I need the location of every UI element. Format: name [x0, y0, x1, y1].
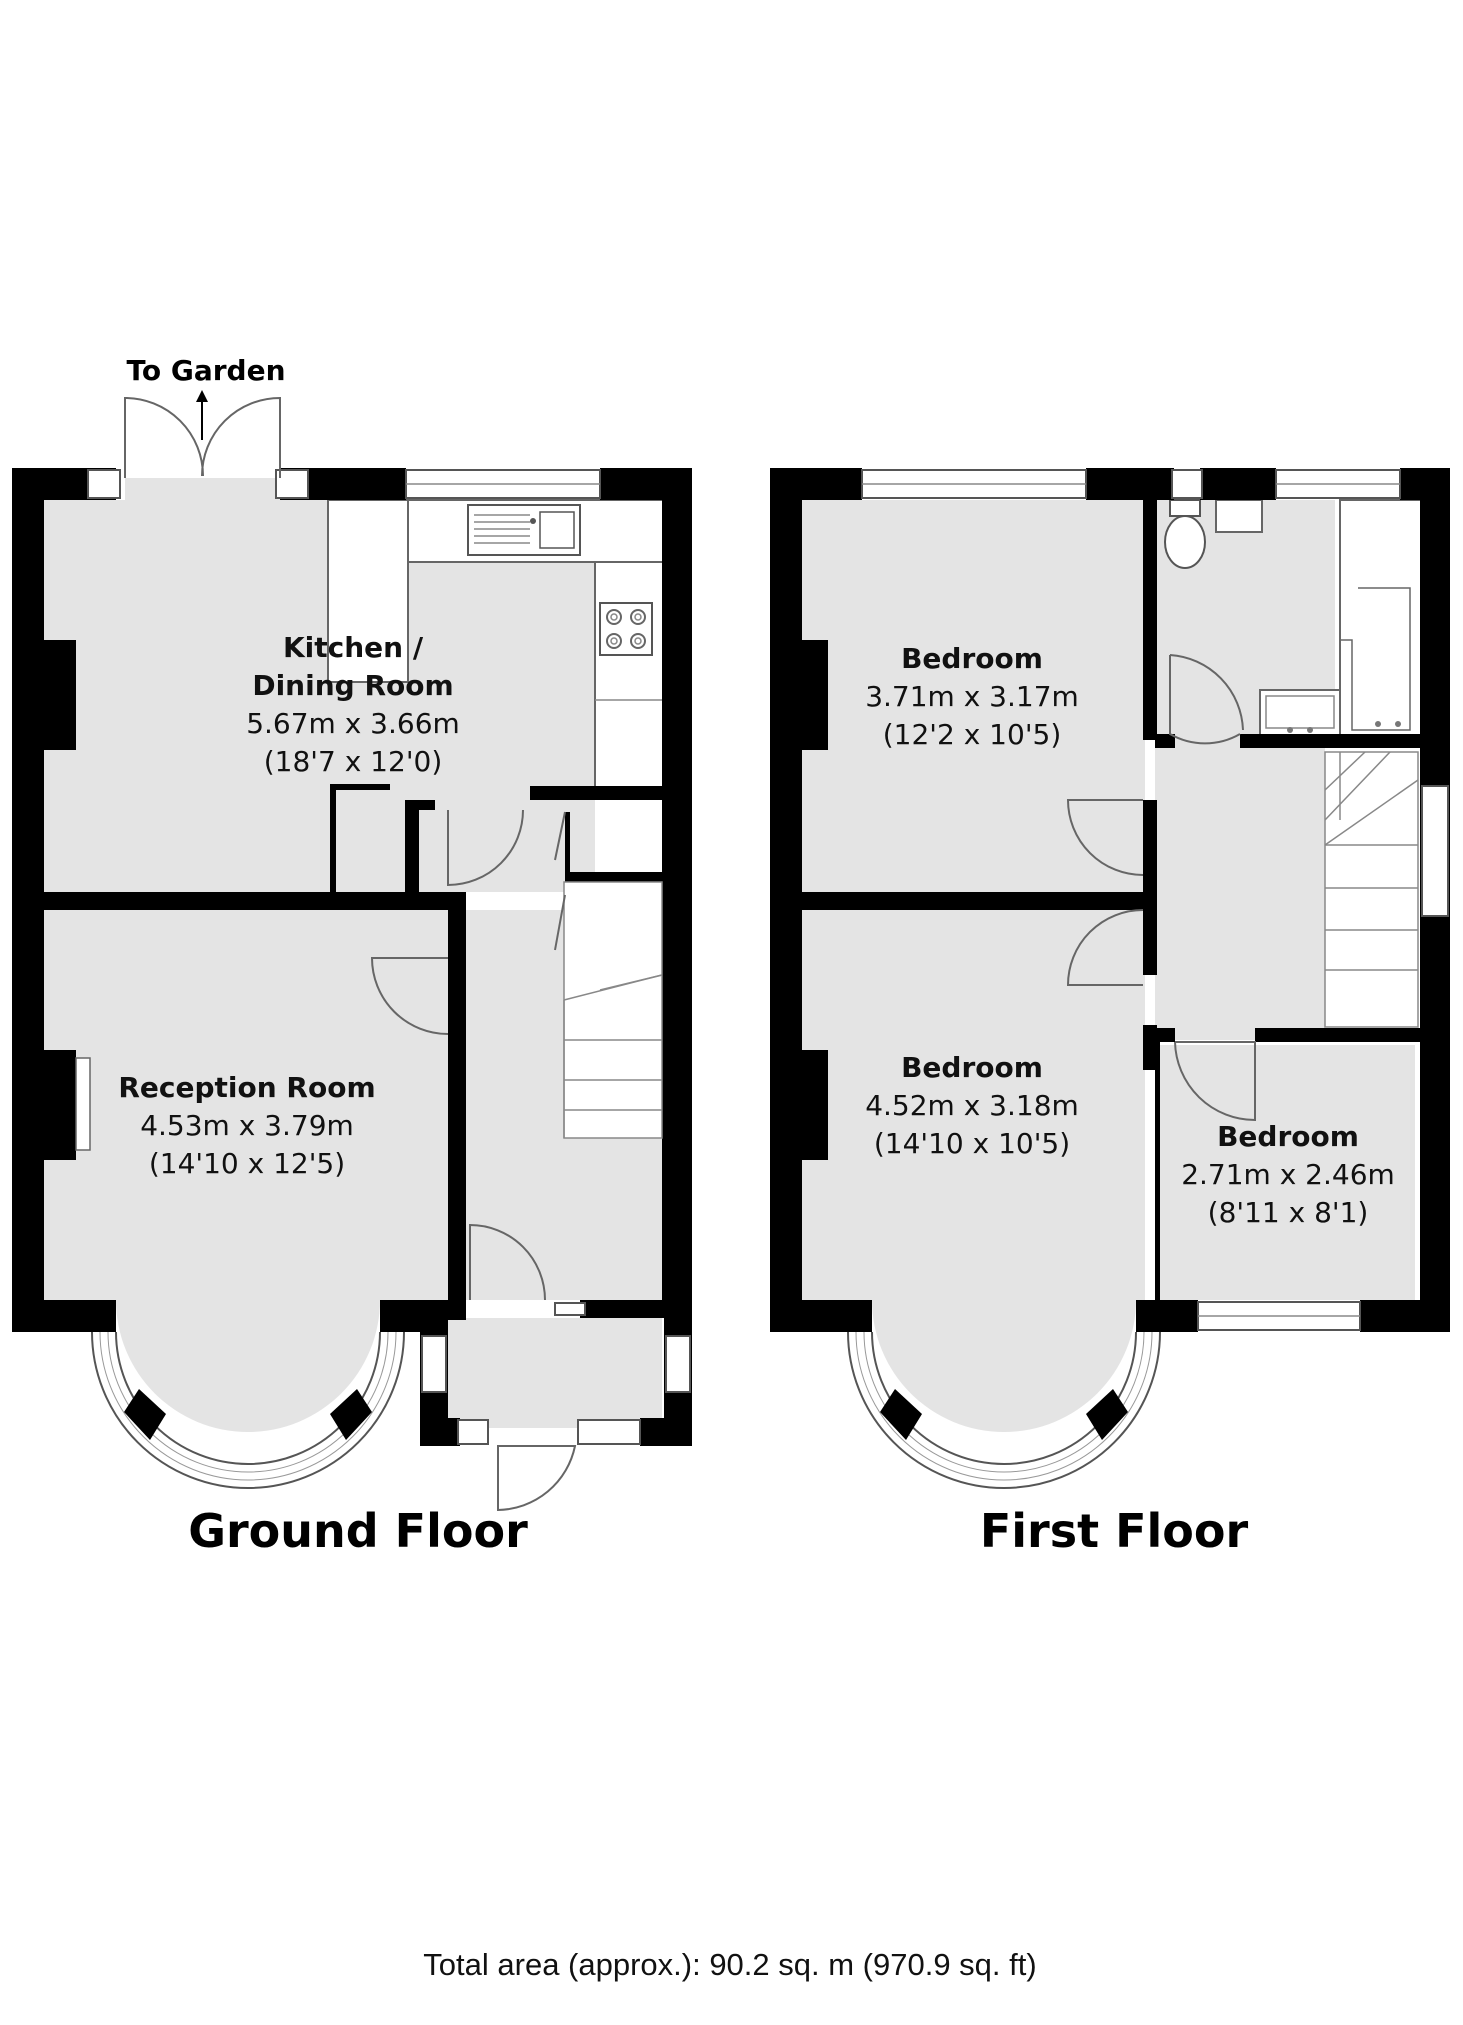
fireplace-icon [44, 1050, 76, 1160]
first-floor-plan [770, 468, 1450, 1489]
stairs-icon [1324, 751, 1419, 1028]
door-swing-icon [370, 957, 449, 1035]
bay-window-icon [91, 1331, 405, 1489]
door-swing-icon [1066, 909, 1144, 986]
bedroom-small-metric: 2.71m x 2.46m [1181, 1158, 1395, 1191]
first-floor-title: First Floor [980, 1504, 1249, 1558]
ground-floor-title: Ground Floor [188, 1504, 528, 1558]
hob-icon [599, 602, 653, 656]
door-swing-icon [1169, 654, 1244, 745]
kitchen-name-line2: Dining Room [252, 669, 453, 702]
fireplace-icon [802, 1050, 828, 1160]
kitchen-imperial: (18'7 x 12'0) [264, 745, 443, 778]
kitchen-metric: 5.67m x 3.66m [246, 707, 460, 740]
door-swing-icon [1066, 799, 1144, 876]
stairs-icon [563, 881, 663, 1139]
kitchen-name-line1: Kitchen / [283, 631, 424, 664]
bedroom-rear-imperial: (12'2 x 10'5) [883, 718, 1062, 751]
total-area: Total area (approx.): 90.2 sq. m (970.9 … [423, 1947, 1036, 1982]
ground-floor-plan [12, 390, 692, 1512]
door-swing-icon [1174, 1041, 1256, 1122]
reception-name: Reception Room [118, 1071, 375, 1104]
bedroom-front-metric: 4.52m x 3.18m [865, 1089, 1079, 1122]
fireplace-icon [44, 640, 76, 750]
to-garden-label: To Garden [126, 354, 285, 387]
fireplace-icon [802, 640, 828, 750]
door-swing-icon [469, 1223, 546, 1301]
door-swing-icon [497, 1445, 577, 1512]
door-swing-icon [447, 809, 524, 887]
garden-door-icon [124, 390, 281, 478]
sink-icon [467, 504, 581, 556]
bay-window-icon [847, 1331, 1161, 1489]
bedroom-rear-metric: 3.71m x 3.17m [865, 680, 1079, 713]
bath-icon [1339, 499, 1423, 737]
bedroom-front-name: Bedroom [901, 1051, 1043, 1084]
basin-icon [1259, 689, 1341, 737]
reception-imperial: (14'10 x 12'5) [149, 1147, 345, 1180]
toilet-icon [1164, 499, 1206, 569]
bedroom-small-imperial: (8'11 x 8'1) [1208, 1196, 1369, 1229]
bedroom-rear-name: Bedroom [901, 642, 1043, 675]
reception-metric: 4.53m x 3.79m [140, 1109, 354, 1142]
bedroom-small-name: Bedroom [1217, 1120, 1359, 1153]
bedroom-front-imperial: (14'10 x 10'5) [874, 1127, 1070, 1160]
